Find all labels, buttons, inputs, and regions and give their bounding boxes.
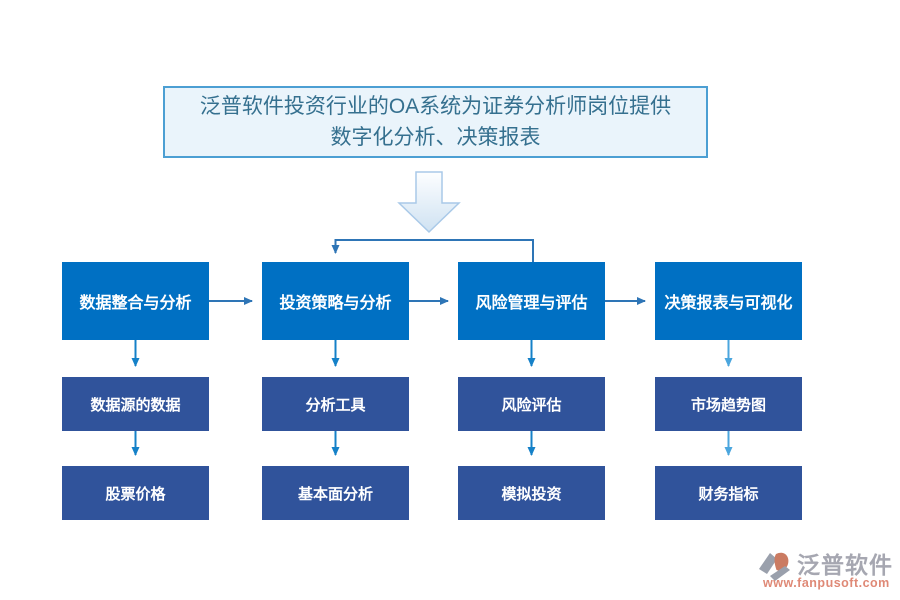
brand-name: 泛普软件 (797, 552, 893, 578)
brand-watermark: 泛普软件 www.fanpusoft.com (753, 549, 898, 595)
node-label: 模拟投资 (501, 485, 562, 503)
title-box: 泛普软件投资行业的OA系统为证券分析师岗位提供 数字化分析、决策报表 (163, 86, 708, 158)
node-label: 数据整合与分析 (79, 295, 192, 312)
node-label: 风险评估 (501, 396, 562, 414)
fanpu-logo-icon (759, 552, 790, 581)
node-simulated-investment: 模拟投资 (458, 466, 605, 520)
node-label: 数据源的数据 (90, 396, 181, 414)
node-label: 决策报表与可视化 (664, 295, 793, 312)
node-label: 市场趋势图 (690, 396, 766, 414)
node-investment-strategy: 投资策略与分析 (262, 262, 409, 340)
node-label: 基本面分析 (297, 485, 373, 503)
big-down-arrow (397, 171, 461, 234)
node-decision-reports: 决策报表与可视化 (655, 262, 802, 340)
node-label: 投资策略与分析 (279, 295, 392, 312)
node-risk-assessment: 风险评估 (458, 377, 605, 431)
node-label: 股票价格 (105, 485, 166, 503)
node-label: 风险管理与评估 (475, 295, 588, 312)
node-data-sources: 数据源的数据 (62, 377, 209, 431)
node-stock-prices: 股票价格 (62, 466, 209, 520)
node-financial-indicators: 财务指标 (655, 466, 802, 520)
node-market-trend-chart: 市场趋势图 (655, 377, 802, 431)
node-analysis-tools: 分析工具 (262, 377, 409, 431)
brand-url: www.fanpusoft.com (763, 576, 890, 590)
node-label: 财务指标 (698, 485, 759, 503)
bracket-connector (331, 239, 534, 262)
title-line1: 泛普软件投资行业的OA系统为证券分析师岗位提供 (199, 95, 672, 118)
title-line2: 数字化分析、决策报表 (330, 126, 541, 149)
node-fundamental-analysis: 基本面分析 (262, 466, 409, 520)
node-label: 分析工具 (305, 396, 366, 414)
node-risk-management: 风险管理与评估 (458, 262, 605, 340)
node-data-integration: 数据整合与分析 (62, 262, 209, 340)
